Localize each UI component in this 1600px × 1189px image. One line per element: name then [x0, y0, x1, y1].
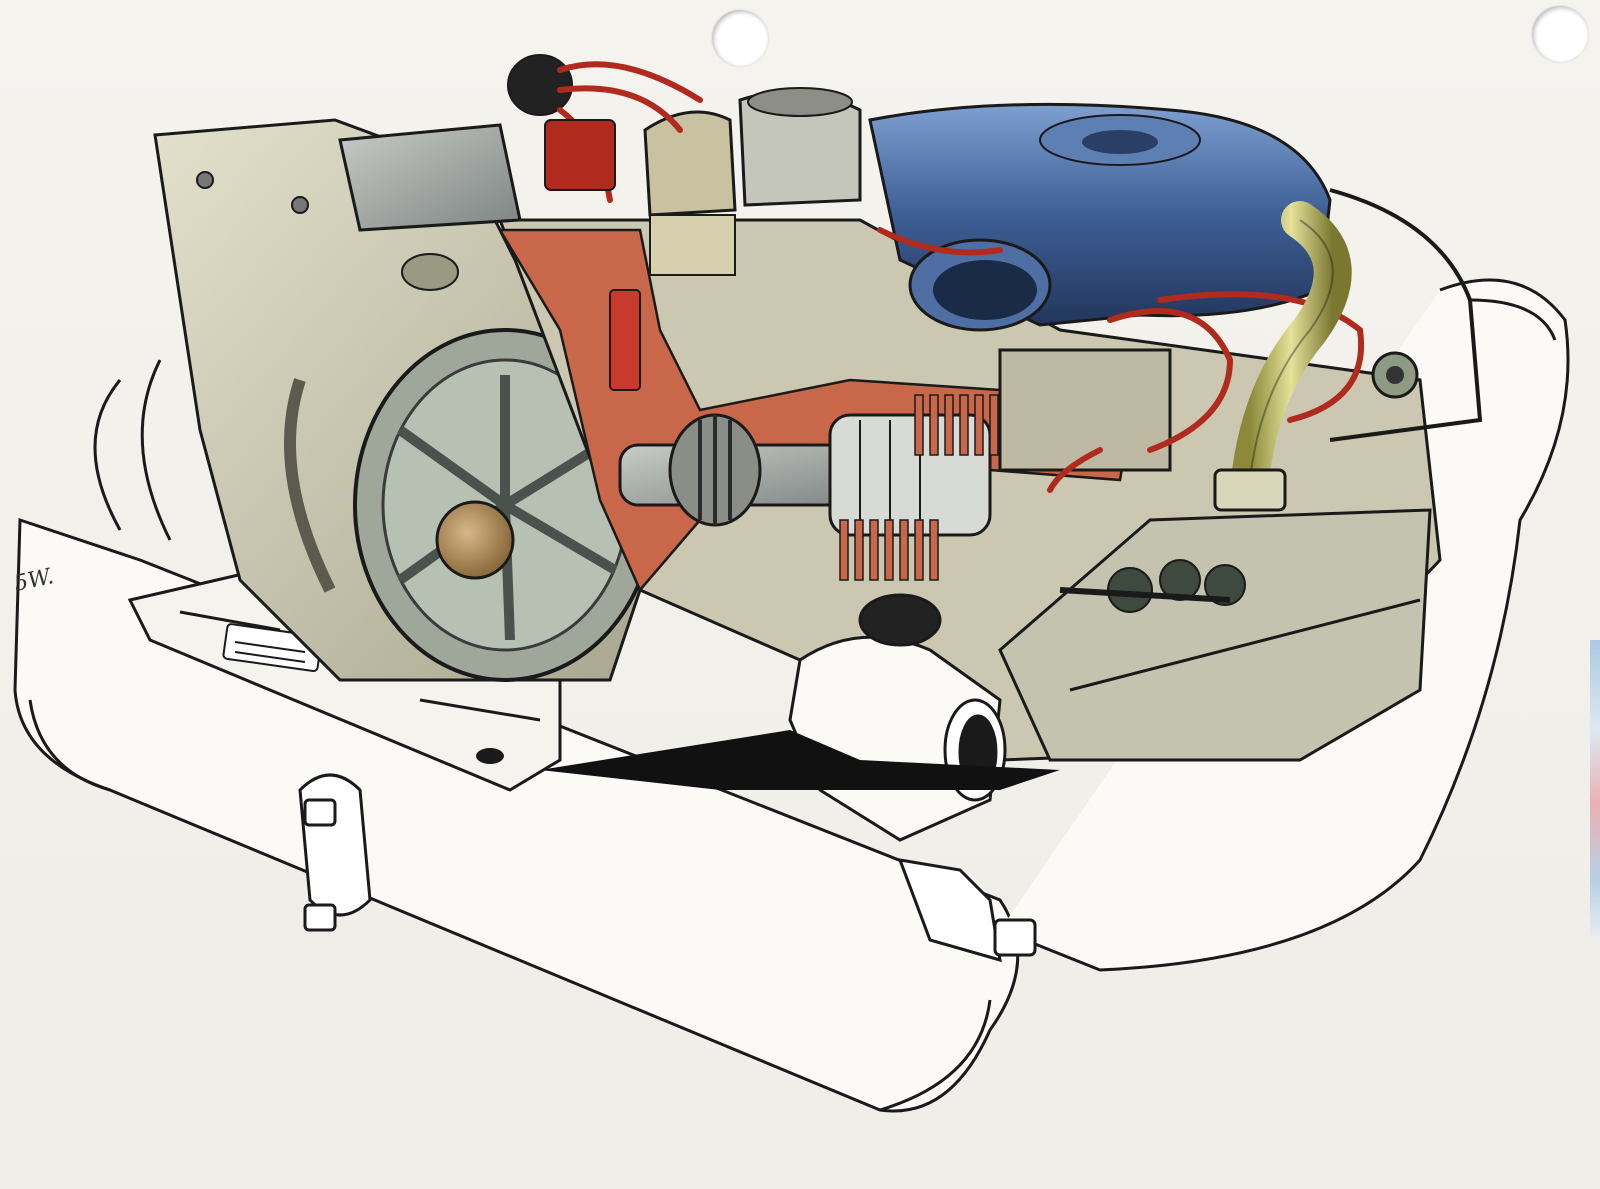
oil-filler-caps [643, 87, 862, 276]
exhaust-clamp [298, 773, 1037, 963]
crankshaft-and-gears [618, 413, 882, 527]
oil-pipe [1213, 201, 1352, 512]
generator [338, 54, 573, 232]
cylinder-and-piston [828, 348, 1172, 581]
valve-gear [998, 508, 1432, 762]
engine-shadow [540, 730, 1060, 790]
air-cleaner [868, 102, 1332, 332]
page-edge-strip [1590, 640, 1600, 940]
ignition-wires [544, 61, 1365, 493]
right-bracket [1329, 188, 1483, 442]
punch-hole [1532, 6, 1588, 62]
punch-hole [712, 10, 768, 66]
